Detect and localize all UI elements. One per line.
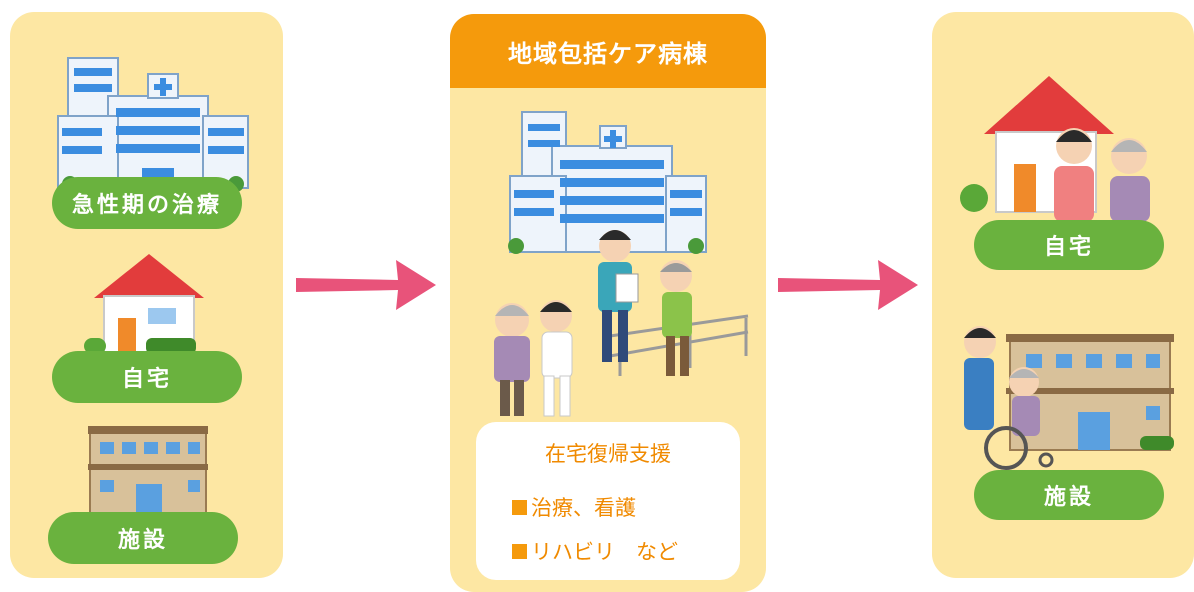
rehab-ward-illustration (494, 111, 749, 417)
arrow-to-ward-icon (296, 260, 436, 310)
support-item-treatment: 治療、看護 (512, 492, 636, 522)
support-item-rehab: リハビリ など (512, 536, 678, 566)
ward-panel: 地域包括ケア病棟 (450, 14, 766, 592)
destination-facility-label: 施設 (1043, 485, 1094, 510)
facility-with-wheelchair-icon (964, 326, 1174, 470)
origin-panel: 急性期の治療 自宅 施設 (10, 12, 283, 578)
bullet-square-icon (512, 543, 527, 559)
house-icon (84, 254, 204, 355)
destination-panel: 自宅 施設 (932, 12, 1194, 578)
care-facility-icon (88, 426, 208, 515)
origin-acute-care-pill: 急性期の治療 (52, 177, 242, 229)
destination-home-pill: 自宅 (974, 220, 1164, 270)
destination-home-label: 自宅 (1043, 235, 1094, 260)
support-box: 在宅復帰支援 治療、看護 リハビリ など (476, 422, 740, 580)
house-with-caregiver-icon (960, 76, 1150, 222)
origin-home-label: 自宅 (121, 367, 172, 392)
support-item-rehab-label: リハビリ など (531, 540, 678, 564)
origin-acute-care-label: 急性期の治療 (71, 193, 222, 218)
arrow-to-destination-icon (778, 260, 918, 310)
support-item-treatment-label: 治療、看護 (531, 496, 636, 520)
support-title: 在宅復帰支援 (545, 442, 671, 466)
bullet-square-icon (512, 499, 527, 515)
origin-facility-pill: 施設 (48, 512, 238, 564)
origin-facility-label: 施設 (117, 528, 168, 553)
destination-facility-pill: 施設 (974, 470, 1164, 520)
origin-home-pill: 自宅 (52, 351, 242, 403)
hospital-icon (57, 57, 249, 192)
ward-title: 地域包括ケア病棟 (450, 14, 766, 88)
